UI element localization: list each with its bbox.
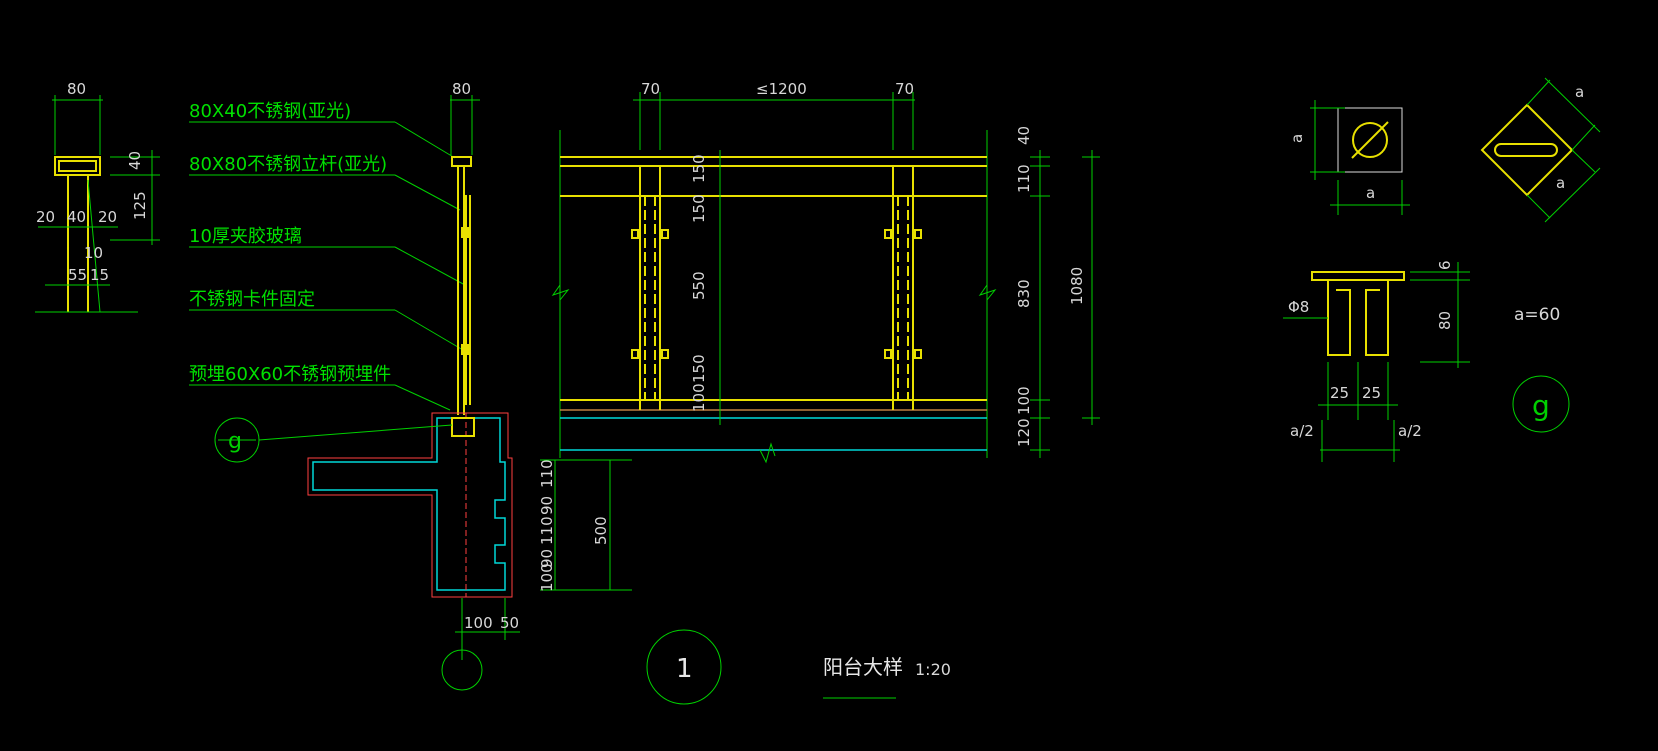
dim-55: 55 (68, 266, 87, 284)
drawing-title: 阳台大样 (823, 655, 903, 679)
dim-80: 80 (67, 80, 86, 98)
dim-a-diag-bottom: a (1556, 174, 1565, 192)
dim-slab-110a: 110 (538, 459, 556, 488)
dim-phi8: Φ8 (1288, 298, 1309, 316)
dim-slab-90b: 90 (538, 549, 556, 568)
callout-clip: 不锈钢卡件固定 (189, 289, 315, 310)
dim-a-bottom: a (1366, 184, 1375, 202)
dim-glass-100: 100 (690, 383, 708, 412)
embed-plate-plan (1337, 107, 1403, 173)
dim-glass-550: 550 (690, 271, 708, 300)
dim-10: 10 (84, 244, 103, 262)
callout-handrail: 80X40不锈钢(亚光) (189, 101, 351, 122)
dim-a-left: a (1288, 134, 1306, 143)
dim-100: 100 (464, 614, 493, 632)
callout-notes: 80X40不锈钢(亚光) 80X80不锈钢立杆(亚光) 10厚夹胶玻璃 不锈钢卡… (189, 101, 466, 411)
dim-h6: 6 (1436, 260, 1454, 270)
sheet-number-bubble (646, 629, 722, 705)
embed-part-detail: a a a a Φ8 6 80 25 25 a/2 a/2 (1283, 77, 1601, 462)
embed-top-plate (1311, 271, 1405, 281)
dim-section-80: 80 (452, 80, 471, 98)
dim-glass-150a: 150 (690, 154, 708, 183)
dim-glass-150c: 150 (690, 354, 708, 383)
callout-post: 80X80不锈钢立杆(亚光) (189, 154, 387, 175)
dim-glass-150b: 150 (690, 194, 708, 223)
detail-g-letter: g (1532, 389, 1550, 422)
balcony-section: 80 100 50 110 90 110 90 100 500 g (214, 80, 632, 691)
dim-slab-110b: 110 (538, 516, 556, 545)
dim-top-1200: ≤1200 (756, 80, 807, 98)
dim-h80: 80 (1436, 311, 1454, 330)
dim-25-left: 25 (1330, 384, 1349, 402)
dim-right-40: 40 (1015, 126, 1033, 145)
dim-a-diag-top: a (1575, 83, 1584, 101)
dim-right-830: 830 (1015, 279, 1033, 308)
dim-slab-90a: 90 (538, 496, 556, 515)
dim-top-70-right: 70 (895, 80, 914, 98)
detail-g-bubble (1512, 375, 1570, 433)
dim-40: 40 (126, 151, 144, 170)
callout-glass: 10厚夹胶玻璃 (189, 226, 302, 247)
dim-500: 500 (592, 516, 610, 545)
dim-half-a-right: a/2 (1398, 422, 1422, 440)
drawing-title-block: 1 阳台大样 1:20 (646, 629, 951, 705)
handrail-section-detail: 80 40 125 20 40 20 10 55 15 (35, 80, 160, 313)
dim-15: 15 (90, 266, 109, 284)
drawing-scale: 1:20 (915, 660, 951, 679)
section-axis-bubble (441, 649, 483, 691)
section-handrail (451, 156, 472, 167)
dim-50: 50 (500, 614, 519, 632)
dim-top-70-left: 70 (641, 80, 660, 98)
dim-slab-100: 100 (538, 563, 556, 592)
a-equals-60: a=60 (1514, 305, 1560, 325)
dim-half-a-left: a/2 (1290, 422, 1314, 440)
callout-embed: 预埋60X60不锈钢预埋件 (189, 364, 391, 385)
detail-ref-letter: g (228, 429, 242, 454)
dim-20-left: 20 (36, 208, 55, 226)
concrete-slab (312, 417, 506, 591)
dim-right-110: 110 (1015, 164, 1033, 193)
sheet-number: 1 (676, 654, 693, 684)
balcony-elevation: 70 ≤1200 70 150 150 550 150 100 (551, 80, 1100, 464)
dim-20-right: 20 (98, 208, 117, 226)
dim-total-1080: 1080 (1068, 267, 1086, 305)
dim-right-100: 100 (1015, 386, 1033, 415)
dim-40-mid: 40 (67, 208, 86, 226)
handrail-profile (54, 156, 101, 176)
dim-right-120: 120 (1015, 418, 1033, 447)
embed-plate (451, 417, 475, 437)
dim-125: 125 (131, 191, 149, 220)
dim-25-right: 25 (1362, 384, 1381, 402)
